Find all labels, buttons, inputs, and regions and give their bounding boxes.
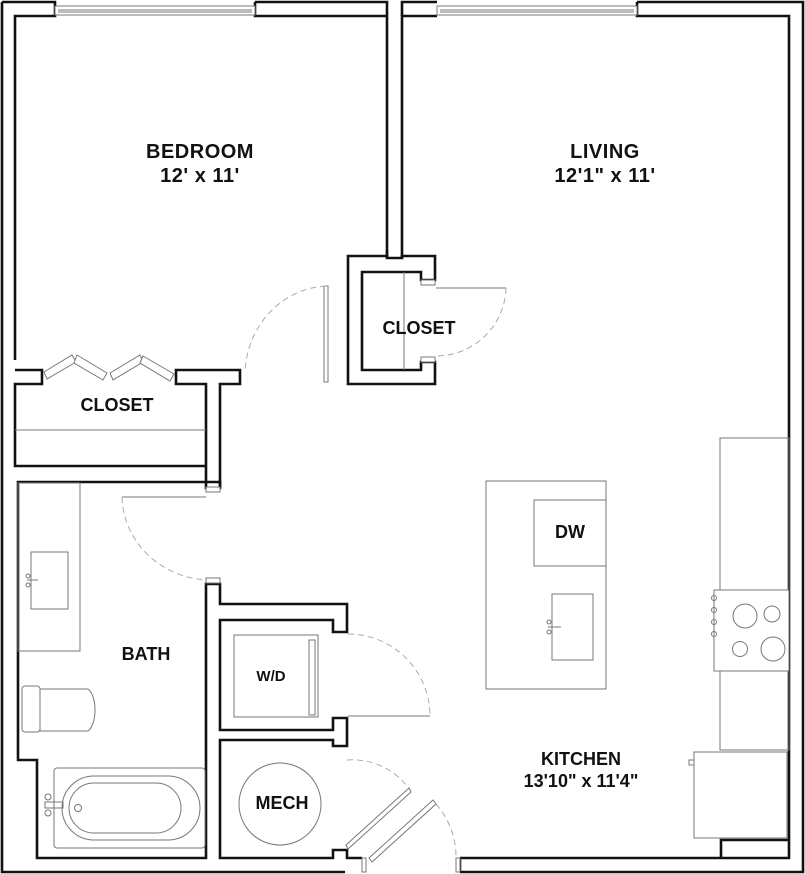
- bedroom-name: BEDROOM: [146, 141, 254, 163]
- laundry-label: W/D: [256, 668, 285, 686]
- bedroom-closet-label: CLOSET: [80, 395, 153, 417]
- mech-unit: [238, 762, 322, 846]
- living-closet-walls: [346, 254, 437, 386]
- living-name: LIVING: [570, 141, 640, 163]
- living-closet-name: CLOSET: [382, 318, 456, 338]
- washer-dryer: [233, 634, 319, 718]
- dishwasher-name: DW: [555, 522, 585, 542]
- bedroom-closet-walls: [13, 250, 389, 490]
- bifold-closet-doors: [43, 354, 175, 382]
- laundry-door: [347, 633, 431, 717]
- bathtub: [44, 767, 206, 849]
- bath-door: [121, 496, 207, 581]
- bath-vanity: [17, 482, 81, 652]
- toilet: [21, 685, 96, 733]
- bedroom-label: BEDROOM 12' x 11': [146, 140, 254, 188]
- bath-label: BATH: [122, 644, 171, 666]
- living-dims: 12'1" x 11': [554, 165, 656, 187]
- kitchen-dims: 13'10" x 11'4": [523, 770, 639, 791]
- mech-name: MECH: [255, 793, 309, 813]
- bedroom-dims: 12' x 11': [160, 165, 240, 187]
- living-window: [436, 5, 638, 16]
- bedroom-door: [244, 285, 329, 383]
- mech-door: [345, 759, 412, 850]
- cooktop: [711, 589, 790, 672]
- kitchen-name: KITCHEN: [540, 749, 621, 769]
- kitchen-label: KITCHEN 13'10" x 11'4": [524, 749, 639, 792]
- bath-walls: [16, 480, 362, 860]
- bath-name: BATH: [121, 644, 171, 664]
- laundry-name: W/D: [256, 668, 286, 685]
- dishwasher-label: DW: [555, 522, 585, 544]
- bedroom-window: [54, 5, 256, 16]
- living-label: LIVING 12'1" x 11': [554, 140, 655, 188]
- entry-door: [361, 799, 461, 873]
- kitchen-island: [485, 480, 607, 690]
- bedroom-closet-name: CLOSET: [80, 395, 154, 415]
- mech-label: MECH: [256, 793, 309, 815]
- living-closet-door: [435, 287, 507, 357]
- living-closet-label: CLOSET: [382, 318, 455, 340]
- refrigerator: [688, 751, 789, 858]
